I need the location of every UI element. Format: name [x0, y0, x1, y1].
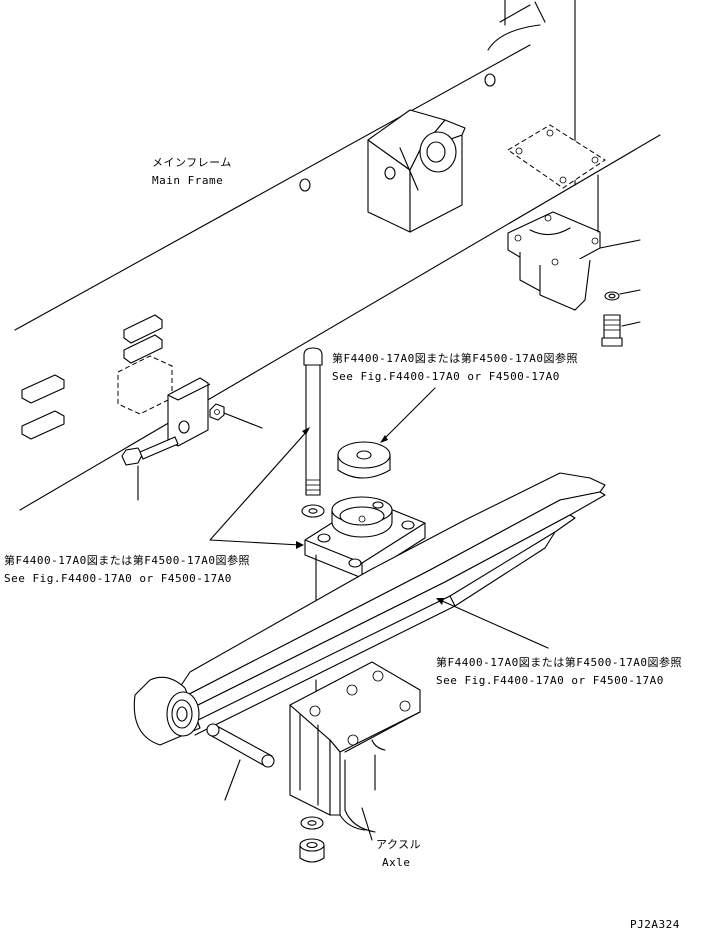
spring-seat	[304, 496, 426, 579]
clip-nut	[209, 403, 225, 421]
rubber-stopper	[337, 441, 391, 479]
bottom-washer	[300, 816, 324, 830]
front-hanger-bracket	[367, 109, 466, 233]
center-bolt	[303, 347, 323, 496]
bolt-washer	[301, 504, 325, 518]
main-frame-label-en: Main Frame	[152, 174, 224, 187]
spacer-blocks	[21, 314, 163, 440]
rear-hanger-bracket	[507, 174, 601, 311]
dashed-clip	[117, 355, 173, 415]
ref-right-label-en: See Fig.F4400-17A0 or F4500-17A0	[436, 674, 664, 687]
spring-pin	[206, 723, 275, 768]
ref-right-label-jp: 第F4400-17A0図または第F4500-17A0図参照	[436, 656, 682, 669]
rear-mount-plate	[507, 124, 606, 189]
ref-left-label-en: See Fig.F4400-17A0 or F4500-17A0	[4, 572, 232, 585]
main-frame	[14, 0, 661, 511]
ref-left-label-jp: 第F4400-17A0図または第F4500-17A0図参照	[4, 554, 250, 567]
axle-bracket	[289, 661, 421, 833]
axle-label-jp: アクスル	[376, 838, 422, 851]
axle-label-en: Axle	[382, 856, 411, 869]
leader-lines	[209, 387, 549, 841]
ref-top-label-jp: 第F4400-17A0図または第F4500-17A0図参照	[332, 352, 578, 365]
rear-bolt	[601, 314, 623, 347]
spring-eye	[133, 676, 201, 746]
clip-bolt	[121, 436, 179, 466]
main-frame-label-jp: メインフレーム	[152, 156, 232, 169]
leaf-spring	[167, 472, 606, 736]
drawing-code: PJ2A324	[630, 918, 680, 931]
rear-washer	[604, 291, 620, 301]
front-clip-bracket	[167, 377, 211, 447]
ref-top-label-en: See Fig.F4400-17A0 or F4500-17A0	[332, 370, 560, 383]
bottom-nut	[299, 838, 325, 863]
